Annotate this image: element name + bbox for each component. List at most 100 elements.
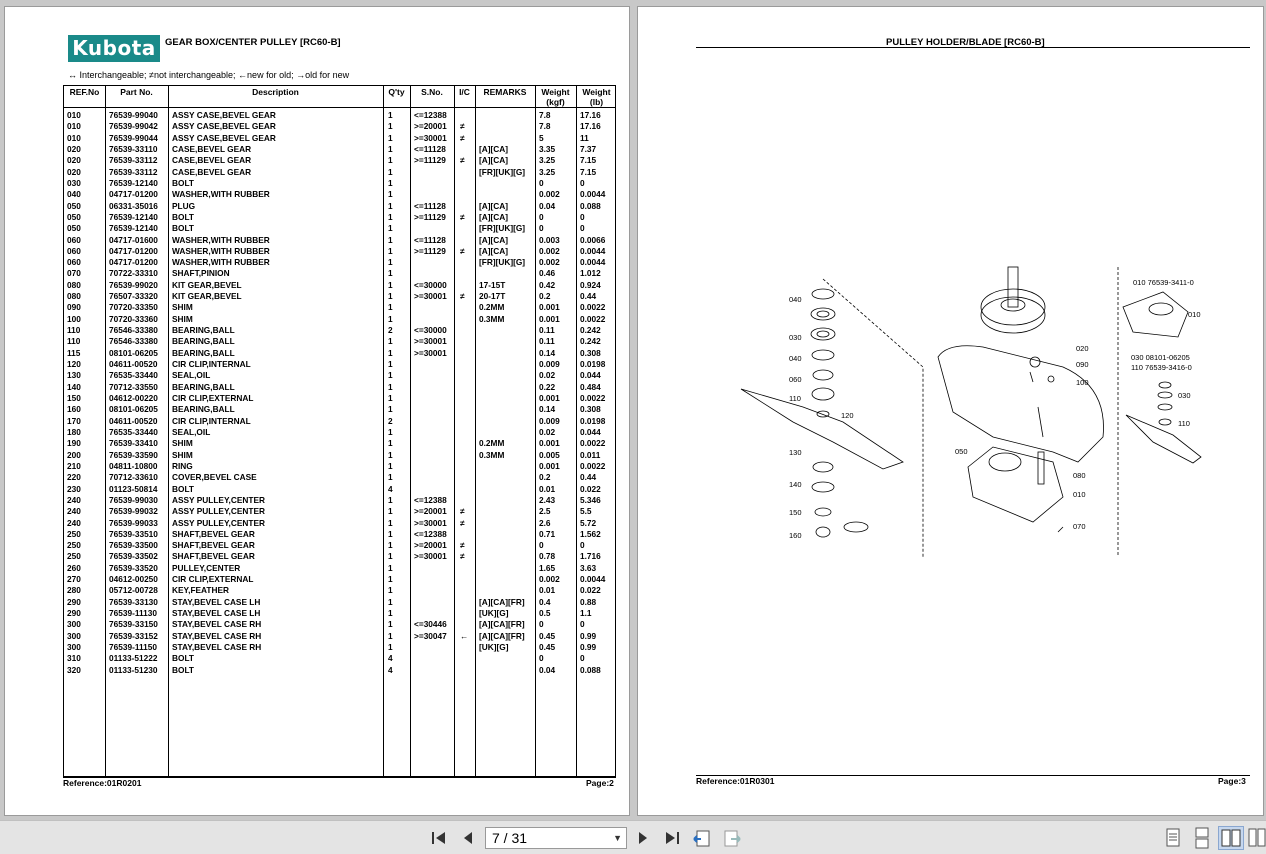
callout-140: 140 bbox=[789, 480, 802, 489]
cell-description: KEY,FEATHER bbox=[172, 585, 230, 596]
cell-ref-no: 050 bbox=[67, 211, 81, 222]
cell-description: SHAFT,BEVEL GEAR bbox=[172, 540, 255, 551]
cell-part-no: 76539-11150 bbox=[109, 642, 157, 653]
page-indicator: 7 / 31 bbox=[492, 830, 528, 846]
last-page-icon[interactable] bbox=[661, 827, 683, 849]
cell-weight-lb: 0 bbox=[580, 211, 585, 222]
legend: ↔ Interchangeable; ≠not interchangeable;… bbox=[68, 70, 350, 80]
cell-remarks: [FR][UK][G] bbox=[479, 223, 526, 234]
cell-weight-lb: 7.15 bbox=[580, 166, 597, 177]
cell-ref-no: 170 bbox=[67, 415, 81, 426]
cell-description: SEAL,OIL bbox=[172, 370, 211, 381]
header-part: Part No. bbox=[120, 87, 153, 97]
cell-description: KIT GEAR,BEVEL bbox=[172, 279, 242, 290]
cell-description: ASSY PULLEY,CENTER bbox=[172, 517, 265, 528]
cell-ref-no: 040 bbox=[67, 189, 81, 200]
header-description: Description bbox=[252, 87, 299, 97]
header-weight-kgf: Weight (kgf) bbox=[541, 87, 570, 107]
first-page-icon[interactable] bbox=[428, 827, 450, 849]
cell-remarks: 0.2MM bbox=[479, 438, 505, 449]
cell-interchange: ≠ bbox=[460, 551, 465, 562]
go-forward-view-icon[interactable] bbox=[721, 827, 743, 849]
cell-interchange: ≠ bbox=[460, 211, 465, 222]
cell-description: BEARING,BALL bbox=[172, 381, 235, 392]
callout-150: 150 bbox=[789, 508, 802, 517]
cell-weight-kgf: 2.43 bbox=[539, 494, 556, 505]
cell-description: WASHER,WITH RUBBER bbox=[172, 189, 270, 200]
cell-description: BOLT bbox=[172, 483, 194, 494]
cell-serial-no: >=20001 bbox=[414, 121, 447, 132]
cell-ref-no: 300 bbox=[67, 619, 81, 630]
cell-weight-lb: 0.0044 bbox=[580, 574, 606, 585]
cell-weight-kgf: 0.5 bbox=[539, 608, 551, 619]
page-selector[interactable]: 7 / 31 ▼ bbox=[485, 827, 627, 849]
cell-description: ASSY CASE,BEVEL GEAR bbox=[172, 121, 276, 132]
go-back-view-icon[interactable] bbox=[691, 827, 713, 849]
two-page-continuous-view-icon[interactable] bbox=[1247, 826, 1266, 850]
cell-part-no: 04611-00520 bbox=[109, 359, 158, 370]
cell-weight-kgf: 0.009 bbox=[539, 359, 560, 370]
cell-weight-kgf: 0.42 bbox=[539, 279, 556, 290]
cell-serial-no: <=11128 bbox=[414, 143, 446, 154]
cell-ref-no: 060 bbox=[67, 234, 81, 245]
cell-description: STAY,BEVEL CASE LH bbox=[172, 608, 261, 619]
cell-interchange: ≠ bbox=[460, 245, 465, 256]
cell-serial-no: <=30446 bbox=[414, 619, 447, 630]
cell-quantity: 2 bbox=[388, 325, 393, 336]
cell-weight-lb: 0.88 bbox=[580, 596, 597, 607]
cell-weight-lb: 0.484 bbox=[580, 381, 601, 392]
cell-quantity: 2 bbox=[388, 415, 393, 426]
cell-weight-lb: 0.924 bbox=[580, 279, 601, 290]
cell-weight-kgf: 0.002 bbox=[539, 257, 560, 268]
cell-part-no: 04612-00220 bbox=[109, 393, 158, 403]
cell-serial-no: <=12388 bbox=[414, 494, 447, 505]
next-page-icon[interactable] bbox=[632, 827, 654, 849]
cell-quantity: 1 bbox=[388, 528, 393, 539]
cell-weight-kgf: 0.001 bbox=[539, 438, 560, 449]
cell-weight-lb: 0.0044 bbox=[580, 189, 606, 200]
cell-ref-no: 250 bbox=[67, 540, 81, 551]
cell-weight-lb: 0 bbox=[580, 619, 585, 630]
two-page-view-icon[interactable] bbox=[1218, 826, 1244, 850]
cell-part-no: 70712-33610 bbox=[109, 472, 158, 483]
cell-serial-no: >=20001 bbox=[414, 506, 447, 517]
callout-030: 030 bbox=[789, 333, 802, 342]
cell-part-no: 04612-00250 bbox=[109, 574, 158, 585]
cell-remarks: [A][CA] bbox=[479, 211, 509, 222]
cell-part-no: 76535-33440 bbox=[109, 370, 158, 381]
cell-description: BOLT bbox=[172, 177, 194, 188]
cell-part-no: 76539-99044 bbox=[109, 132, 158, 143]
cell-quantity: 1 bbox=[388, 642, 393, 653]
page-title: GEAR BOX/CENTER PULLEY [RC60-B] bbox=[165, 37, 341, 48]
cell-remarks: 0.3MM bbox=[479, 449, 505, 460]
cell-remarks: [A][CA] bbox=[479, 245, 509, 256]
cell-serial-no: >=20001 bbox=[414, 540, 447, 551]
cell-description: PLUG bbox=[172, 200, 196, 211]
single-page-view-icon[interactable] bbox=[1160, 826, 1186, 850]
cell-weight-kgf: 0 bbox=[539, 540, 544, 551]
previous-page-icon[interactable] bbox=[457, 827, 479, 849]
cell-part-no: 76539-99032 bbox=[109, 506, 158, 517]
continuous-view-icon[interactable] bbox=[1189, 826, 1215, 850]
cell-weight-kgf: 0.01 bbox=[539, 483, 556, 494]
cell-interchange: ≠ bbox=[460, 506, 465, 517]
cell-part-no: 06331-35016 bbox=[109, 200, 158, 211]
cell-quantity: 1 bbox=[388, 438, 393, 449]
cell-weight-lb: 0.044 bbox=[580, 370, 601, 381]
cell-description: SHAFT,BEVEL GEAR bbox=[172, 551, 255, 562]
cell-interchange: ← bbox=[460, 630, 469, 641]
cell-interchange: ≠ bbox=[460, 121, 465, 132]
callout-130: 130 bbox=[789, 448, 802, 457]
cell-ref-no: 060 bbox=[67, 245, 81, 256]
